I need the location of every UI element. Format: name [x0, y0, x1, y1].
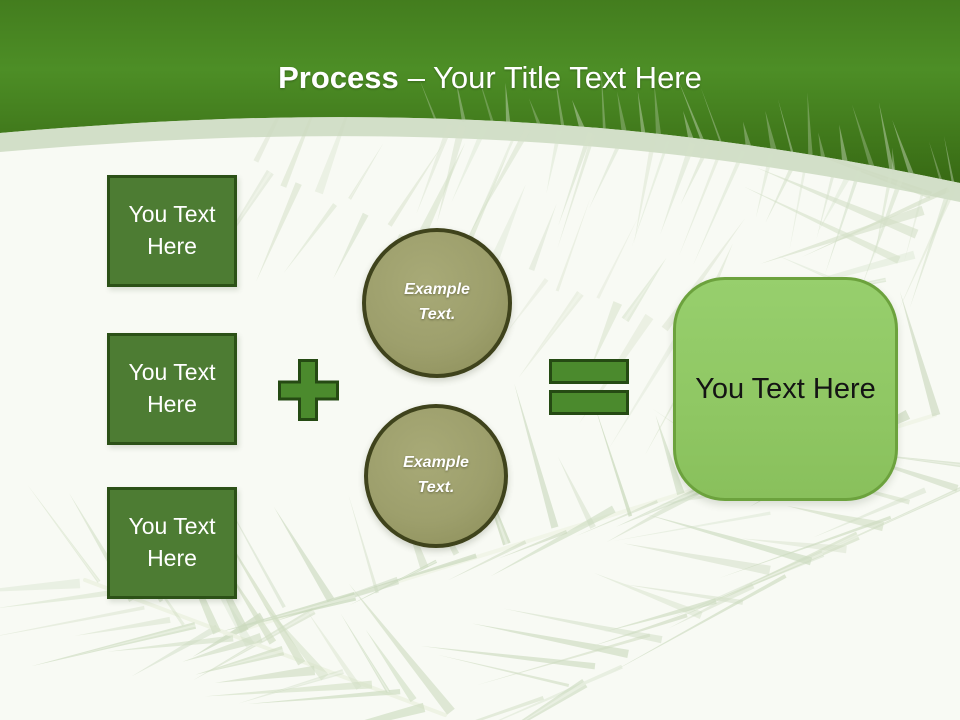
- text-box-3[interactable]: You Text Here: [107, 487, 237, 599]
- plus-icon: [278, 359, 339, 421]
- equals-icon: [549, 359, 629, 415]
- example-circle-1[interactable]: Example Text.: [362, 228, 512, 378]
- text-box-1-label: You Text Here: [128, 201, 216, 259]
- text-box-1[interactable]: You Text Here: [107, 175, 237, 287]
- text-box-2[interactable]: You Text Here: [107, 333, 237, 445]
- header-arc: [0, 117, 960, 202]
- example-circle-1-label: Example Text.: [404, 281, 470, 323]
- slide-title[interactable]: Process– Your Title Text Here: [10, 62, 960, 98]
- palm-fronds-overlay: [416, 68, 956, 311]
- result-box-label: You Text Here: [695, 372, 876, 405]
- header-band: [0, 0, 960, 183]
- slide-title-rest: – Your Title Text Here: [407, 60, 702, 95]
- result-box[interactable]: You Text Here: [673, 277, 898, 501]
- slide-title-bold: Process: [278, 60, 399, 95]
- example-circle-2[interactable]: Example Text.: [364, 404, 508, 548]
- example-circle-2-label: Example Text.: [403, 454, 469, 496]
- text-box-3-label: You Text Here: [128, 513, 216, 571]
- text-box-2-label: You Text Here: [128, 359, 216, 417]
